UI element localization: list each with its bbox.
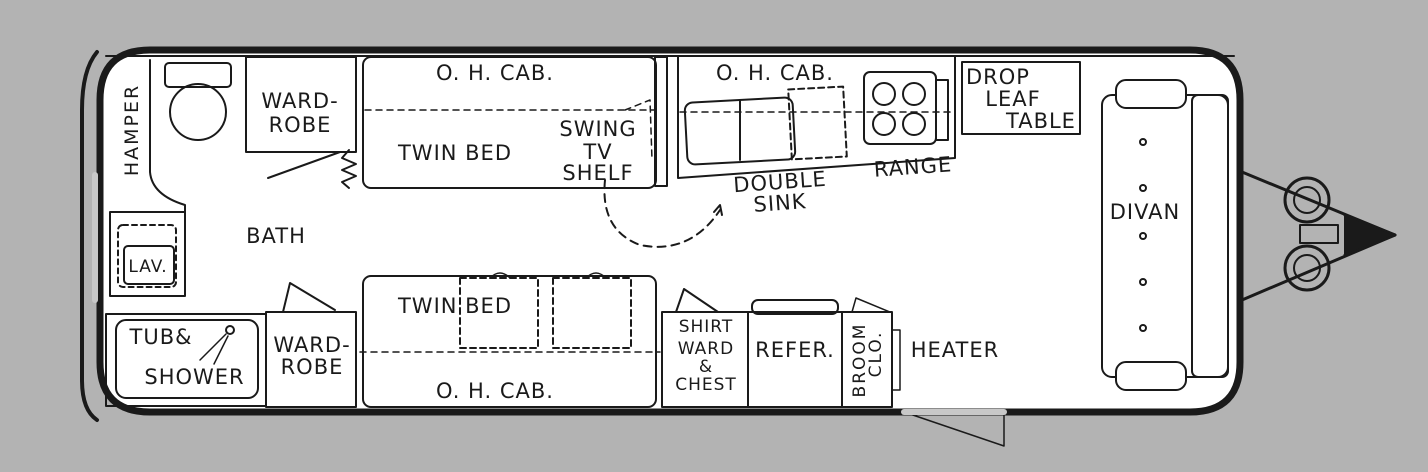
swing-shelf-arc <box>603 179 721 248</box>
shirt-chest-label-1: SHIRT <box>678 317 734 337</box>
wardrobe-top-label-1: WARD- <box>261 89 339 113</box>
twin-bed-top-label: TWIN BED <box>397 141 512 165</box>
heater-label: HEATER <box>910 338 1000 362</box>
entry-door <box>903 411 1005 447</box>
drop-leaf-table <box>961 61 1081 135</box>
divan <box>1101 79 1229 391</box>
toilet-icon <box>164 62 232 141</box>
oh-cab-top-right-label: O. H. CAB. <box>716 61 834 85</box>
tow-hitch <box>1240 170 1397 302</box>
shirt-chest-label-4: CHEST <box>675 375 737 395</box>
bath-label: BATH <box>246 224 306 248</box>
shirt-chest-label-3: & <box>698 357 714 377</box>
broom-closet-label-2: CLO. <box>866 330 886 378</box>
twin-bed-bottom-label: TWIN BED <box>397 294 512 318</box>
tub-shower-label-2: SHOWER <box>144 365 245 389</box>
lav-label: LAV. <box>128 257 168 277</box>
oh-cab-top-left-label: O. H. CAB. <box>436 61 554 85</box>
broom-closet <box>841 311 893 408</box>
rear-bumper <box>80 50 99 422</box>
wardrobe-bottom <box>265 311 357 408</box>
twin-bed-bottom <box>362 275 657 408</box>
wardrobe-bottom-label-1: WARD- <box>273 333 351 357</box>
range-burners-icon <box>863 71 949 145</box>
wardrobe-top-label-2: ROBE <box>268 113 332 137</box>
oh-cab-bottom-label: O. H. CAB. <box>436 379 554 403</box>
drop-leaf-table-label-2: LEAF <box>985 87 1041 111</box>
wardrobe-top <box>245 56 357 153</box>
refrigerator-label: REFER. <box>755 338 835 362</box>
swing-tv-shelf-label-1: SWING <box>559 117 637 141</box>
wardrobe-top-door <box>267 151 341 179</box>
swing-tv-shelf-label-3: SHELF <box>562 161 634 185</box>
kitchen-counter <box>677 56 956 179</box>
drop-leaf-table-label-3: TABLE <box>1006 109 1076 133</box>
hamper-label: HAMPER <box>121 83 143 177</box>
spring-icon <box>341 149 357 189</box>
swing-tv-shelf-label-2: TV <box>583 140 613 164</box>
shirt-chest-label-2: WARD <box>677 339 735 359</box>
bath-bottom-door <box>282 282 336 313</box>
wardrobe-bottom-label-2: ROBE <box>280 355 344 379</box>
bath-partition <box>149 59 186 226</box>
divan-label: DIVAN <box>1109 200 1181 224</box>
lav-cabinet <box>109 211 186 297</box>
tub-shower-label-1: TUB& <box>129 325 193 349</box>
drop-leaf-table-label-1: DROP <box>966 65 1030 89</box>
double-sink-icon <box>683 85 848 166</box>
